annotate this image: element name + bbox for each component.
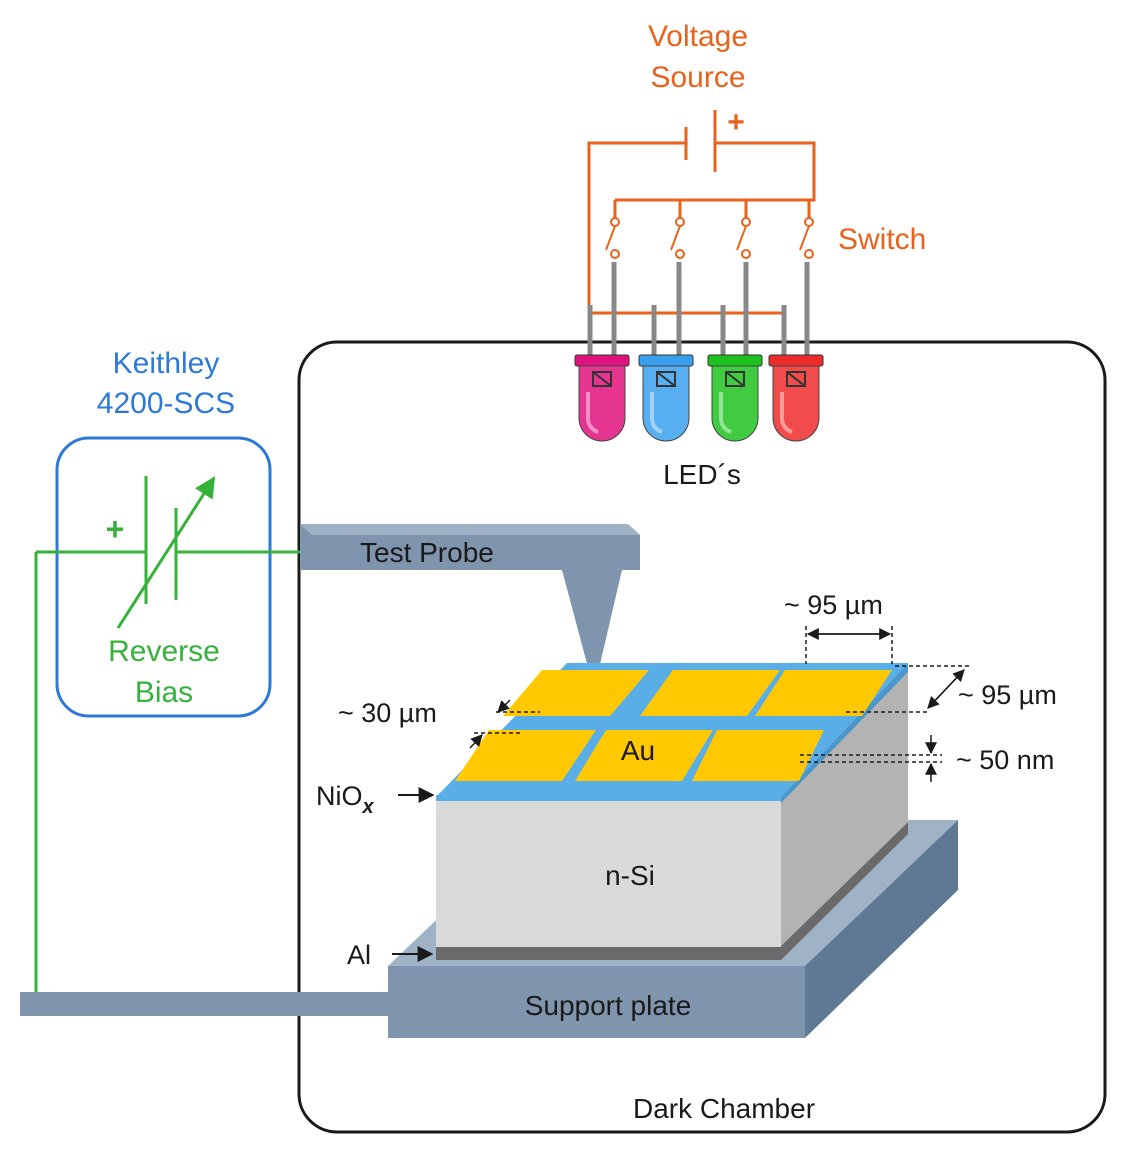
au-label: Au — [621, 735, 655, 766]
thickness-label: ~ 50 nm — [956, 745, 1054, 775]
voltage-source-label-1: Voltage — [648, 20, 748, 53]
top-width-dimension — [805, 626, 893, 664]
test-probe-label: Test Probe — [360, 537, 494, 568]
leds-label: LED´s — [663, 459, 741, 490]
voltage-source-circuit — [587, 110, 816, 315]
bias-plus: + — [106, 511, 125, 547]
reverse-bias-label-2: Bias — [135, 676, 193, 709]
led-magenta — [574, 354, 630, 442]
al-label: Al — [347, 940, 371, 970]
test-probe — [300, 524, 640, 690]
n-si-label: n-Si — [605, 860, 655, 891]
niox-label-sub: x — [362, 796, 375, 818]
led-red — [768, 354, 824, 442]
gap-dimension — [469, 699, 540, 749]
reverse-bias-label-1: Reverse — [108, 635, 220, 668]
top-width-label: ~ 95 µm — [784, 590, 883, 620]
support-plate-label: Support plate — [525, 990, 692, 1021]
side-width-dimension — [846, 665, 972, 713]
niox-label-base: NiO — [316, 781, 363, 811]
gold-pads — [455, 670, 892, 781]
led-green — [707, 354, 763, 442]
leds-group — [574, 354, 824, 442]
keithley-box — [55, 436, 272, 718]
thickness-dimension — [800, 735, 942, 782]
side-width-label: ~ 95 µm — [958, 680, 1057, 710]
voltage-source-label-2: Source — [650, 61, 745, 94]
bias-source-symbol — [34, 476, 302, 996]
gap-label: ~ 30 µm — [338, 698, 437, 728]
keithley-label-1: Keithley — [113, 347, 220, 380]
switch-label: Switch — [838, 223, 926, 256]
led-blue — [638, 354, 694, 442]
niox-label: NiOx — [316, 781, 375, 818]
switch-icons — [605, 217, 814, 259]
keithley-label-2: 4200-SCS — [97, 387, 235, 420]
dark-chamber-box — [297, 340, 1107, 1134]
led-leads — [587, 262, 810, 358]
voltage-source-plus: + — [727, 106, 745, 139]
dark-chamber-label: Dark Chamber — [633, 1093, 815, 1124]
